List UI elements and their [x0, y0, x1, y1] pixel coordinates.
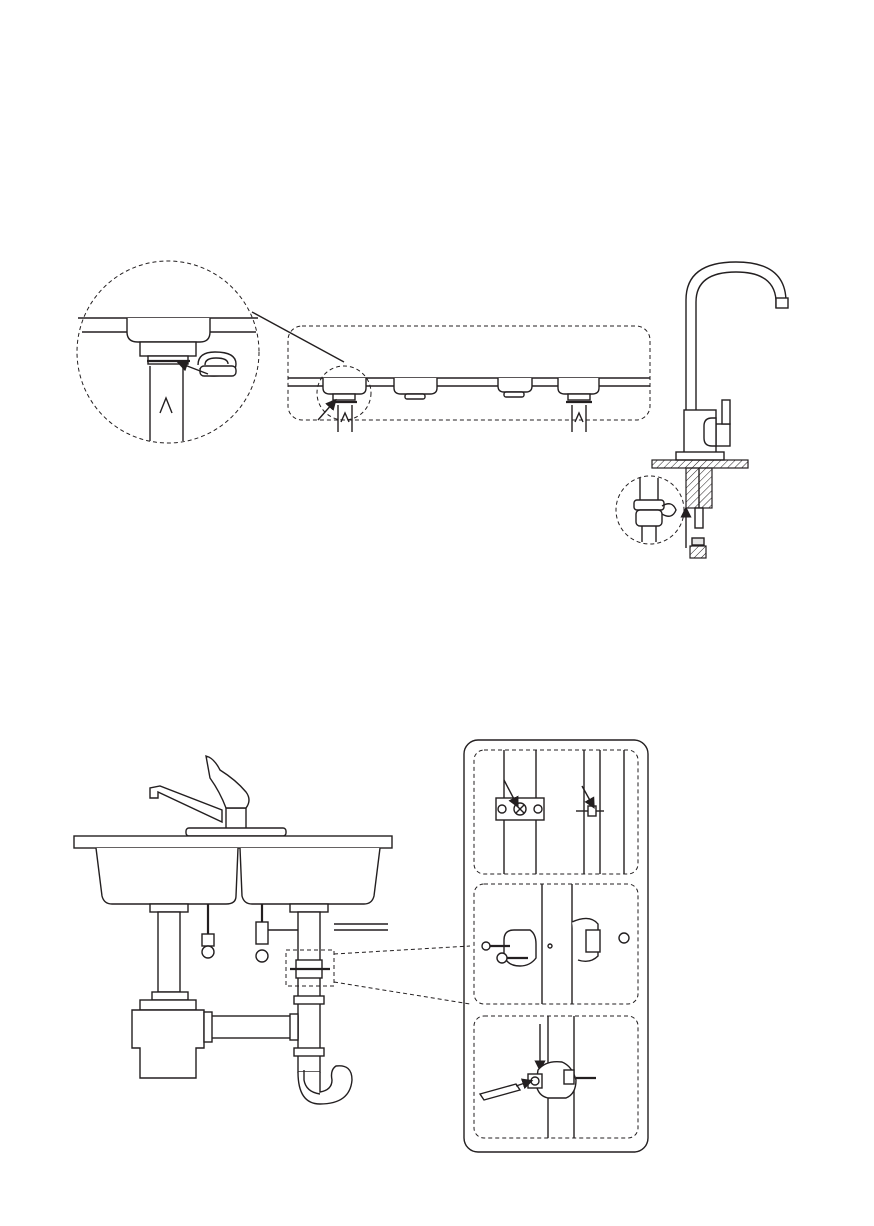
drill-icon [480, 1084, 520, 1100]
sink-assembly [74, 756, 392, 1104]
disposer-icon [132, 1010, 204, 1078]
faucet-icon [652, 262, 788, 558]
sink-left-bowl [96, 848, 238, 904]
arrow-icon [516, 1082, 528, 1086]
callout-line [252, 312, 344, 362]
magnified-hole-detail [77, 261, 259, 443]
clamp-steps-panel [464, 740, 648, 1152]
callout-line [334, 982, 470, 1004]
faucet-handle-icon [206, 756, 249, 808]
faucet-detail-magnifier [616, 476, 684, 544]
callout-line [334, 946, 470, 954]
sink-right-bowl [240, 848, 380, 904]
step-3-drill [474, 1016, 638, 1138]
step-2-attach-clamp [474, 884, 638, 1004]
step-1-mark-hole [474, 750, 638, 874]
sink-holes-panel [288, 326, 650, 432]
nut-icon [619, 933, 629, 943]
